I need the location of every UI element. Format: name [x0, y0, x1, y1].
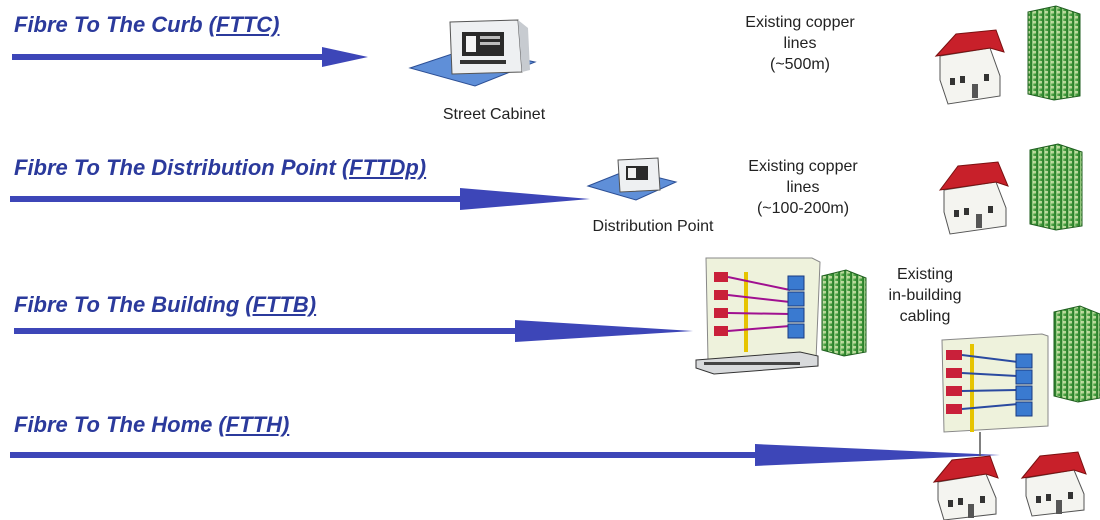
arrow-fttb	[14, 320, 693, 342]
title-ftth-abbr: (FTTH)	[218, 412, 290, 437]
title-fttdp-text: Fibre To The Distribution Point	[14, 155, 336, 180]
house-icon	[1020, 451, 1087, 517]
title-ftth: Fibre To The Home(FTTH)	[14, 412, 289, 438]
arrow-fttdp	[10, 188, 590, 210]
copper-lines-label-fttc: Existing copper lines (~500m)	[735, 12, 865, 75]
title-fttc-text: Fibre To The Curb	[14, 12, 203, 37]
title-fttdp-abbr: (FTTDp)	[341, 155, 427, 180]
copper-line-3: (~500m)	[769, 56, 831, 73]
title-fttc-abbr: (FTTC)	[208, 12, 280, 37]
copper-line-2: lines	[786, 179, 820, 196]
cabling-line-3: cabling	[899, 308, 951, 325]
cabling-line-2: in-building	[888, 287, 962, 304]
in-building-cabling-label: Existing in-building cabling	[870, 264, 980, 327]
street-cabinet-label: Street Cabinet	[442, 106, 546, 123]
distribution-point-label: Distribution Point	[592, 218, 714, 235]
copper-line-1: Existing copper	[748, 158, 858, 175]
apartment-tower-icon	[1027, 5, 1081, 101]
arrow-ftth	[10, 444, 1000, 466]
building-riser-icon	[695, 257, 821, 375]
copper-line-3: (~100-200m)	[756, 200, 850, 217]
building-riser-icon	[941, 333, 1049, 456]
apartment-tower-icon	[1053, 305, 1100, 403]
copper-line-2: lines	[783, 35, 817, 52]
house-icon	[932, 455, 999, 520]
apartment-tower-icon	[1029, 143, 1083, 231]
title-fttdp: Fibre To The Distribution Point(FTTDp)	[14, 155, 426, 181]
cabling-line-1: Existing	[896, 266, 954, 283]
arrow-fttc	[12, 47, 368, 67]
title-fttb: Fibre To The Building(FTTB)	[14, 292, 316, 318]
house-icon	[934, 29, 1005, 105]
copper-lines-label-fttdp: Existing copper lines (~100-200m)	[738, 156, 868, 219]
copper-line-1: Existing copper	[745, 14, 855, 31]
distribution-point-icon	[586, 157, 678, 201]
title-fttb-abbr: (FTTB)	[245, 292, 317, 317]
apartment-tower-icon	[821, 269, 867, 357]
title-fttc: Fibre To The Curb(FTTC)	[14, 12, 279, 38]
street-cabinet-icon	[408, 19, 537, 87]
house-icon	[938, 161, 1009, 235]
title-fttb-text: Fibre To The Building	[14, 292, 240, 317]
title-ftth-text: Fibre To The Home	[14, 412, 213, 437]
